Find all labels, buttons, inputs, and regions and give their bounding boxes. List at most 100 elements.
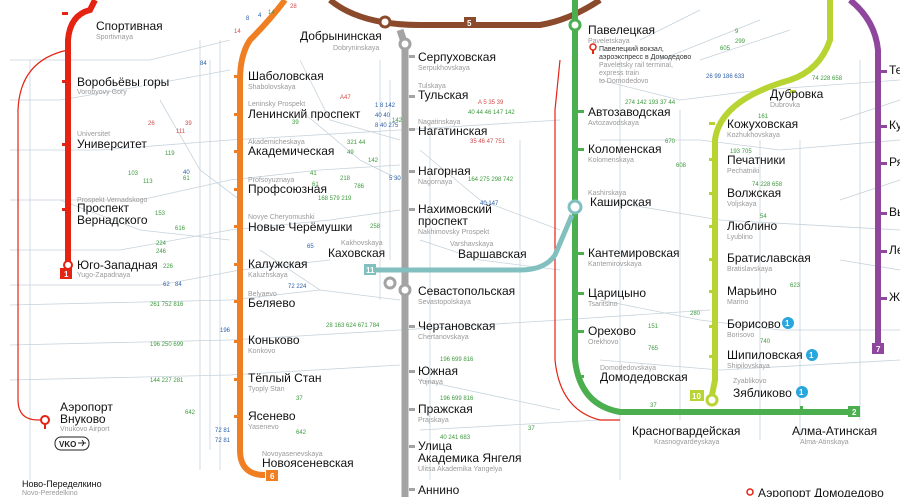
- station-dobryninskaya[interactable]: Добрынинская: [300, 29, 382, 43]
- station-pechatniki[interactable]: Печатники: [727, 153, 785, 167]
- svg-text:258: 258: [370, 224, 381, 230]
- station-vorobyovy-gory[interactable]: Воробьёвы горы: [77, 75, 169, 89]
- station-novo-peredelkino[interactable]: Ново-Переделкино: [22, 479, 102, 489]
- station-maryino[interactable]: Марьино: [727, 284, 777, 298]
- station-ryazansky[interactable]: Ря: [889, 155, 900, 169]
- line-5-badge: [464, 17, 476, 28]
- transfer-paveletskaya-brown[interactable]: [568, 18, 582, 32]
- station-kashirskaya[interactable]: Каширская: [590, 195, 651, 209]
- svg-text:28: 28: [290, 4, 297, 10]
- station-prospekt-vernadskogo[interactable]: Проспект: [77, 201, 130, 215]
- station-borisovo[interactable]: Борисово: [727, 317, 781, 331]
- svg-text:Novo-Peredelkino: Novo-Peredelkino: [22, 490, 78, 497]
- line-7-badge: [872, 343, 884, 354]
- line-11-badge: [364, 264, 376, 275]
- station-nagornaya[interactable]: Нагорная: [418, 164, 471, 178]
- station-belyaevo[interactable]: Беляево: [248, 296, 296, 310]
- svg-text:224: 224: [156, 241, 167, 247]
- line-2-badge-text: 2: [852, 408, 857, 417]
- svg-text:Marino: Marino: [727, 299, 749, 306]
- svg-text:Sevastopolskaya: Sevastopolskaya: [418, 299, 471, 306]
- station-nakhimovsky-prospekt[interactable]: Нахимовский: [418, 202, 492, 216]
- svg-text:Nagornaya: Nagornaya: [418, 179, 452, 186]
- svg-text:Shabolovskaya: Shabolovskaya: [248, 84, 296, 91]
- station-novoyasenevskaya[interactable]: Новоясеневская: [262, 456, 354, 470]
- transfer-dobryninskaya[interactable]: [378, 15, 392, 29]
- svg-text:5 30: 5 30: [389, 176, 401, 182]
- station-novye-cheryomushki[interactable]: Новые Черёмушки: [248, 220, 352, 234]
- svg-text:проспект: проспект: [418, 214, 468, 228]
- svg-text:A 5 35 39: A 5 35 39: [478, 100, 504, 106]
- station-alma-atinskaya[interactable]: Алма-Атинская: [792, 424, 877, 438]
- station-kantemirovskaya[interactable]: Кантемировская: [588, 246, 680, 260]
- station-profsoyuznaya[interactable]: Профсоюзная: [248, 182, 327, 196]
- svg-text:Varshavskaya: Varshavskaya: [450, 241, 494, 248]
- station-kuzminki[interactable]: Ку: [889, 118, 900, 132]
- station-tyoply-stan[interactable]: Тёплый Стан: [248, 371, 322, 385]
- station-universitet[interactable]: Университет: [77, 137, 147, 151]
- station-varshavskaya[interactable]: Варшавская: [458, 247, 527, 261]
- svg-text:196 699 816: 196 699 816: [440, 357, 474, 363]
- station-yasenevo[interactable]: Ясенево: [248, 409, 296, 423]
- station-chertanovskaya[interactable]: Чертановская: [418, 319, 495, 333]
- svg-text:Kashirskaya: Kashirskaya: [588, 190, 626, 197]
- station-annino[interactable]: Аннино: [418, 483, 460, 497]
- station-kaluzhskaya[interactable]: Калужская: [248, 257, 308, 271]
- station-sportivnaya[interactable]: Спортивная: [96, 19, 163, 33]
- station-zyablikovo[interactable]: Зябликово: [733, 386, 792, 400]
- station-dubrovka[interactable]: Дубровка: [770, 87, 824, 101]
- station-vykhino[interactable]: Вы: [889, 205, 900, 219]
- station-ulitsa-yangelya[interactable]: Улица: [418, 439, 452, 453]
- svg-text:35 46 47 751: 35 46 47 751: [470, 139, 506, 145]
- svg-text:Serpukhovskaya: Serpukhovskaya: [418, 65, 470, 72]
- station-konkovo[interactable]: Коньково: [248, 333, 300, 347]
- line-teal: [375, 214, 575, 273]
- station-vnukovo-airport[interactable]: Аэропорт: [60, 400, 113, 414]
- station-kozhukhovskaya[interactable]: Кожуховская: [727, 117, 798, 131]
- station-tekstilshchiki[interactable]: Те: [889, 63, 900, 77]
- svg-text:Novye Cheryomushki: Novye Cheryomushki: [248, 214, 315, 221]
- bcl-shipilovskaya-badge: [806, 349, 818, 361]
- station-kakhovskaya[interactable]: Каховская: [328, 246, 385, 260]
- transfer-krasnogvardeyskaya[interactable]: [705, 393, 719, 407]
- station-lyublino[interactable]: Люблино: [727, 219, 778, 233]
- transfer-kakhovskaya[interactable]: [383, 276, 397, 290]
- line-10-badge: [690, 390, 704, 401]
- svg-text:72 81: 72 81: [215, 438, 231, 444]
- airport-domodedovo-icon: [746, 488, 754, 496]
- station-krasnogvardeyskaya[interactable]: Красногвардейская: [632, 424, 740, 438]
- station-prazhskaya[interactable]: Пражская: [418, 402, 473, 416]
- station-lermontovsky[interactable]: Ле: [889, 243, 900, 257]
- station-avtozavodskaya[interactable]: Автозаводская: [588, 105, 671, 119]
- station-paveletskaya[interactable]: Павелецкая: [588, 23, 655, 37]
- station-yugo-zapadnaya[interactable]: Юго-Западная: [77, 258, 158, 272]
- transfer-sevastopolskaya[interactable]: [398, 283, 412, 297]
- svg-text:9: 9: [735, 29, 739, 35]
- station-shipilovskaya[interactable]: Шипиловская: [727, 348, 803, 362]
- svg-text:8: 8: [246, 16, 250, 22]
- station-domodedovo-airport[interactable]: Аэропорт Домодедово: [758, 486, 884, 497]
- svg-text:Yujnaya: Yujnaya: [418, 379, 443, 386]
- station-kolomenskaya[interactable]: Коломенская: [588, 142, 661, 156]
- station-akademicheskaya[interactable]: Академическая: [248, 144, 334, 158]
- station-tulskaya[interactable]: Тульская: [418, 88, 468, 102]
- svg-text:1: 1: [799, 388, 804, 397]
- transfer-serpukhovskaya[interactable]: [398, 37, 412, 51]
- svg-text:299: 299: [735, 39, 746, 45]
- station-shabolovskaya[interactable]: Шаболовская: [248, 69, 324, 83]
- station-orekhovo[interactable]: Орехово: [588, 324, 636, 338]
- bcl-zyablikovo-badge: [796, 386, 808, 398]
- station-tsaritsyno[interactable]: Царицыно: [588, 286, 646, 300]
- station-domodedovskaya[interactable]: Домодедовская: [600, 370, 688, 384]
- svg-text:Akademicheskaya: Akademicheskaya: [248, 139, 305, 146]
- station-leninsky-prospekt[interactable]: Ленинский проспект: [248, 107, 361, 121]
- svg-text:39: 39: [292, 120, 299, 126]
- station-sevastopolskaya[interactable]: Севастопольская: [418, 284, 515, 298]
- station-yuzhnaya[interactable]: Южная: [418, 364, 458, 378]
- station-volzhskaya[interactable]: Волжская: [727, 186, 781, 200]
- svg-text:Академика Янгеля: Академика Янгеля: [418, 451, 522, 465]
- station-nagatinskaya[interactable]: Нагатинская: [418, 124, 487, 138]
- station-bratislavskaya[interactable]: Братиславская: [727, 251, 811, 265]
- station-zhulebino[interactable]: Жу: [889, 290, 900, 304]
- station-serpukhovskaya[interactable]: Серпуховская: [418, 50, 496, 64]
